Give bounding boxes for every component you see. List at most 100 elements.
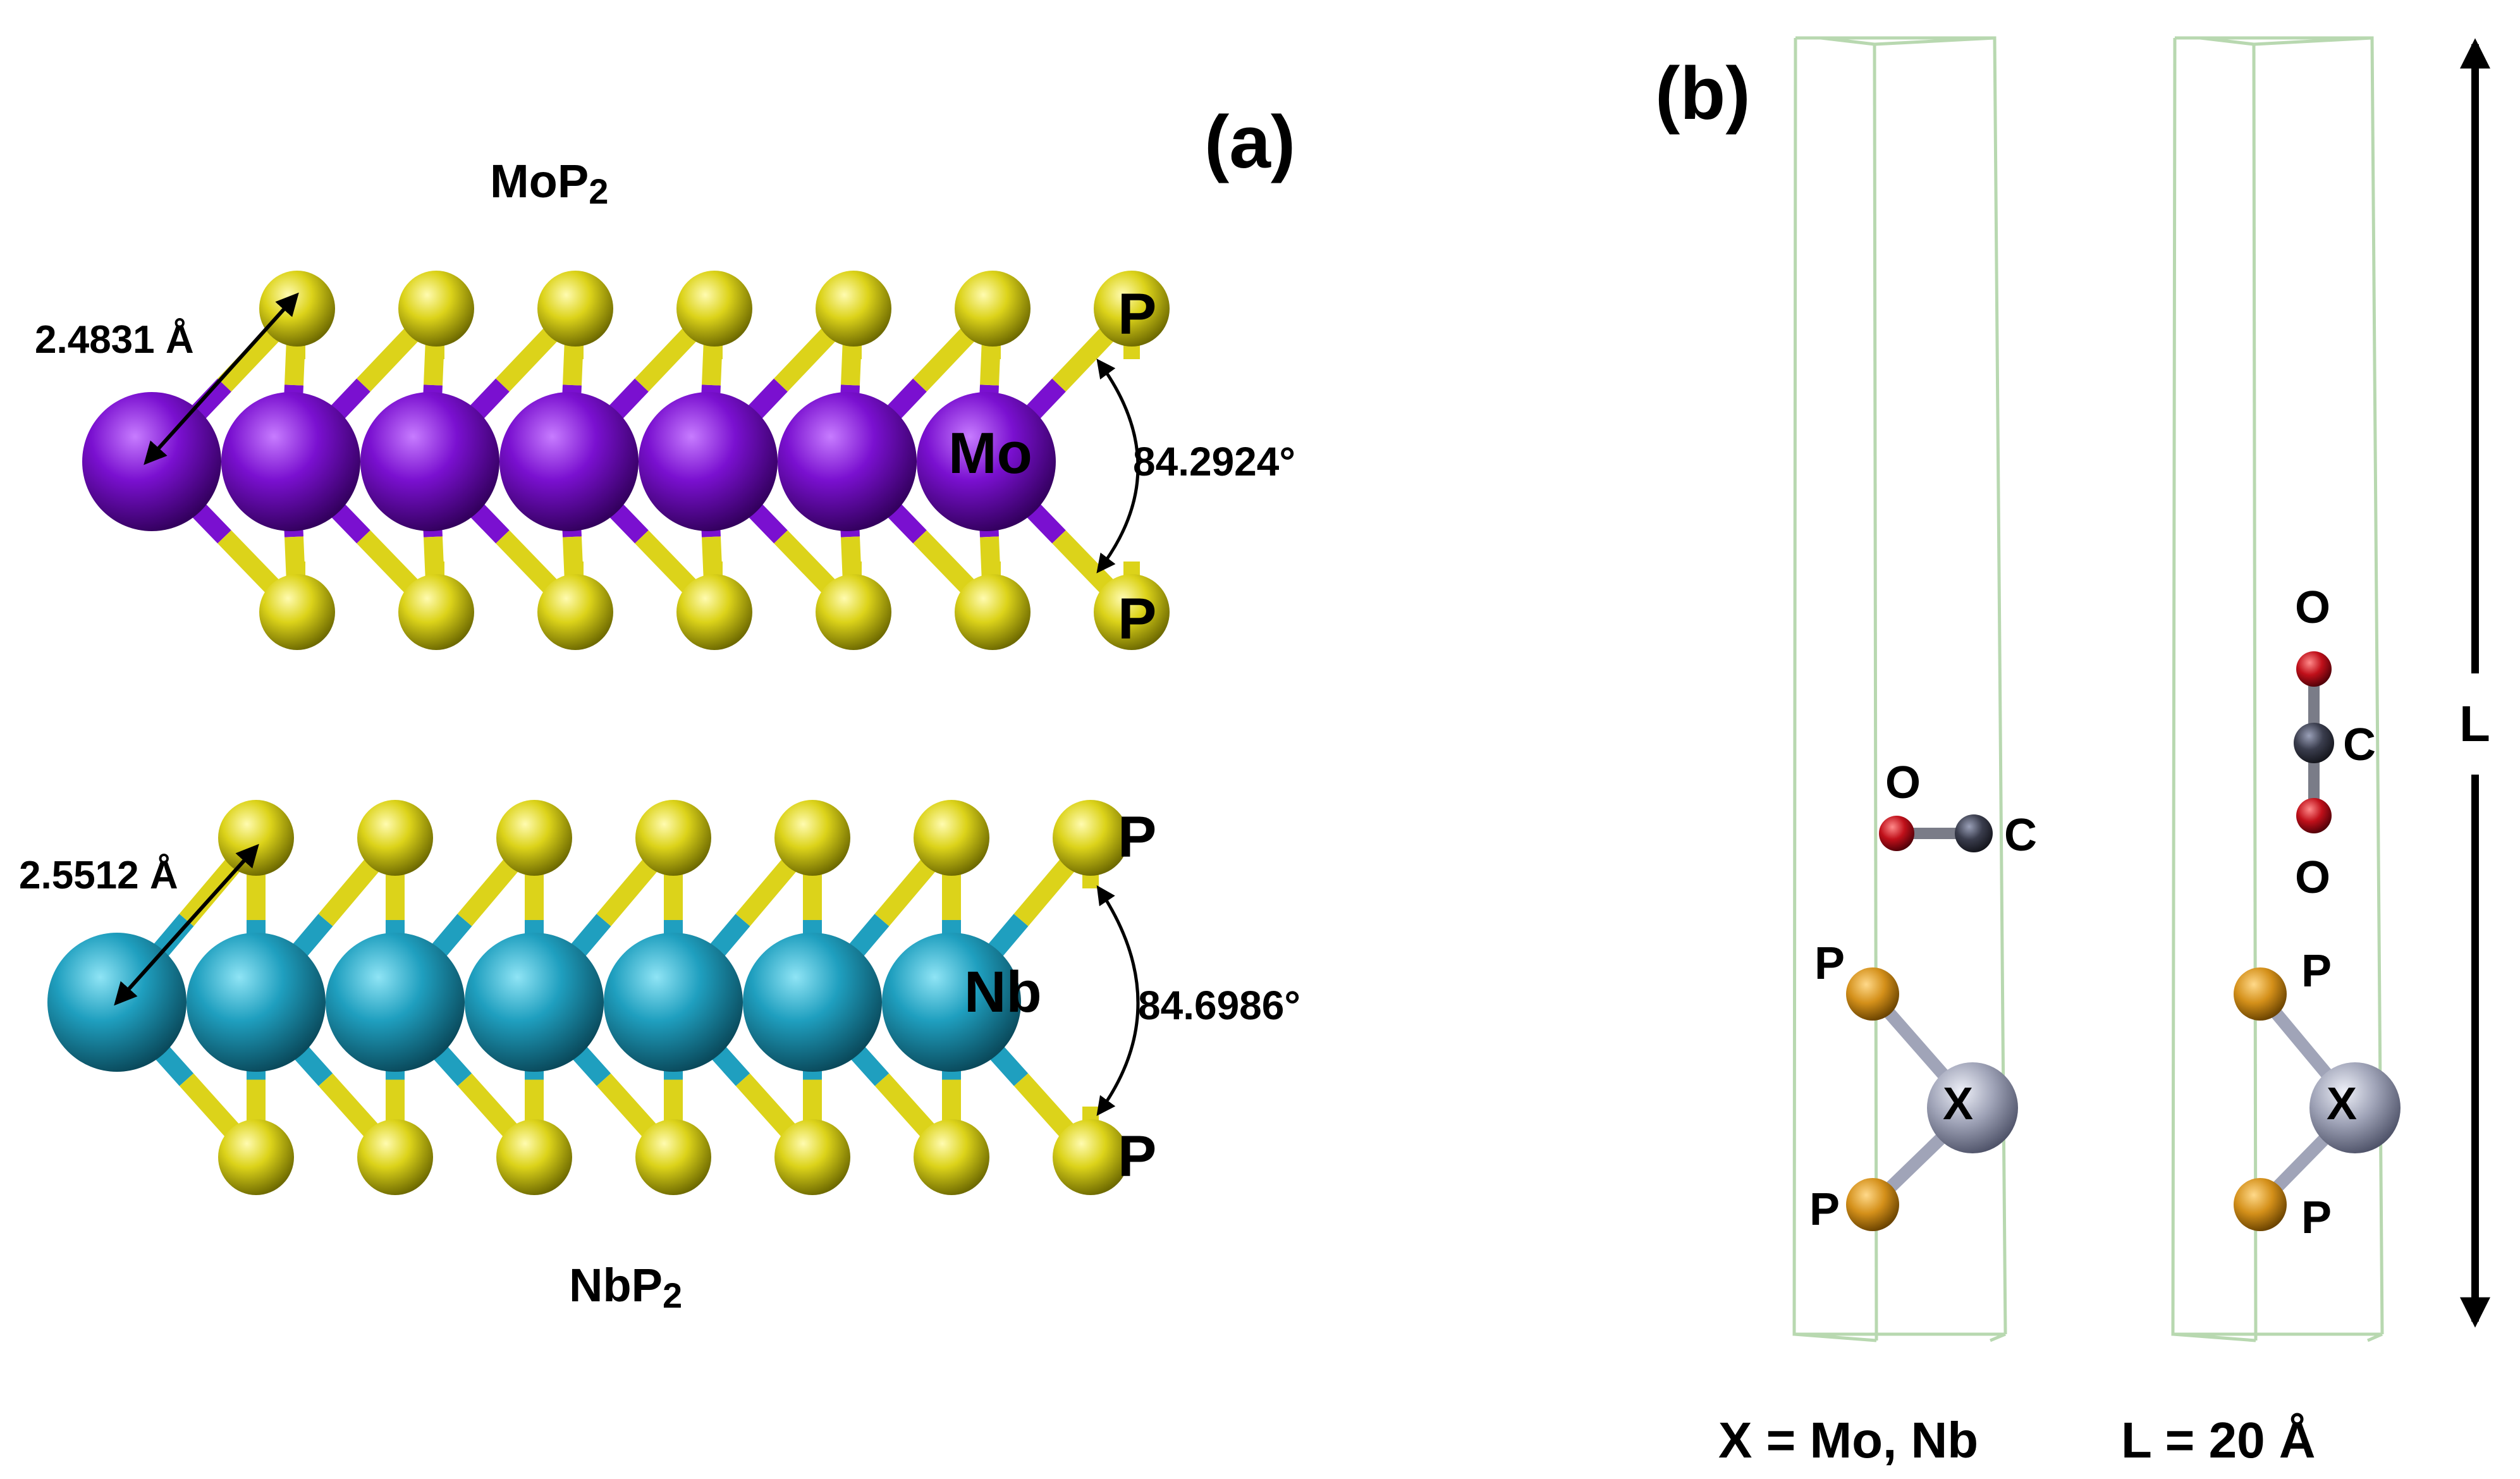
right-x-label: X xyxy=(2327,1079,2357,1129)
left-o-atom xyxy=(1879,816,1914,851)
nbp2-angle-label: 84.6986° xyxy=(1138,983,1300,1028)
nbp2-p-atom-top-2 xyxy=(496,800,572,876)
nbp2-p-atom-bottom-5 xyxy=(914,1119,989,1195)
right-c-label: C xyxy=(2343,720,2376,770)
right-p-atom-bottom xyxy=(2234,1178,2287,1231)
right-p-atom-top xyxy=(2234,967,2287,1021)
nbp2-p-atom-bottom-6 xyxy=(1053,1119,1128,1195)
nbp2-formula: NbP xyxy=(569,1259,663,1311)
nbp2-p-label-top: P xyxy=(1118,805,1156,869)
nbp2-p-atom-bottom-4 xyxy=(774,1119,850,1195)
nbp2-title: NbP2 xyxy=(569,1259,682,1315)
length-indicator: L xyxy=(2459,38,2490,1328)
mop2-p-atom-top-2 xyxy=(537,271,613,347)
mop2-p-atom-top-1 xyxy=(398,271,474,347)
mop2-formula-subscript: 2 xyxy=(589,171,608,211)
panel-b-label: (b) xyxy=(1655,52,1751,135)
mop2-p-atom-top-4 xyxy=(816,271,891,347)
left-x-label: X xyxy=(1943,1079,1973,1129)
mop2-p-atom-bottom-5 xyxy=(955,574,1031,650)
mop2-metal-atom-4 xyxy=(639,392,778,531)
nbp2-p-atom-bottom-3 xyxy=(635,1119,711,1195)
mop2-metal-atom-1 xyxy=(221,392,360,531)
right-c-atom xyxy=(2294,723,2334,763)
nbp2-metal-label: Nb xyxy=(964,960,1042,1024)
length-label: L xyxy=(2459,696,2490,752)
nbp2-p-label-bottom: P xyxy=(1118,1124,1156,1189)
left-co-molecule: O C xyxy=(1879,758,2037,861)
mop2-p-atom-bottom-2 xyxy=(537,574,613,650)
nbp2-p-atom-bottom-2 xyxy=(496,1119,572,1195)
left-cell: O C P P X xyxy=(1792,36,2037,1342)
left-p-label-top: P xyxy=(1814,938,1845,989)
nbp2-p-atom-top-5 xyxy=(914,800,989,876)
nbp2-metal-atom-5 xyxy=(743,933,882,1072)
nbp2-p-atom-bottom-1 xyxy=(357,1119,433,1195)
mop2-formula: MoP xyxy=(490,155,589,207)
mop2-bond-length-label: 2.4831 Å xyxy=(35,318,194,362)
nbp2-metal-atom-6 xyxy=(882,933,1021,1072)
nbp2-bond-length-arrow xyxy=(114,844,259,1006)
right-o-atom-top xyxy=(2296,651,2332,687)
mop2-p-atom-top-3 xyxy=(676,271,752,347)
nbp2-metal-atom-4 xyxy=(604,933,743,1072)
mop2-metal-atom-3 xyxy=(499,392,639,531)
left-x-atom xyxy=(1927,1062,2018,1153)
mop2-metal-atom-6 xyxy=(917,392,1056,531)
mop2-bond-length-arrow xyxy=(144,292,299,465)
right-o-label-top: O xyxy=(2295,582,2330,633)
right-xp2-molecule: P P X xyxy=(2234,946,2401,1243)
mop2-metal-atom-5 xyxy=(778,392,917,531)
left-p-atom-top xyxy=(1846,967,1899,1021)
mop2-atoms xyxy=(82,271,1170,650)
nbp2-metal-atom-2 xyxy=(326,933,465,1072)
nbp2-metal-atom-3 xyxy=(465,933,604,1072)
left-cell-box xyxy=(1792,36,2007,1342)
left-xp2-molecule: P P X xyxy=(1809,938,2018,1235)
nbp2-metal-atom-1 xyxy=(187,933,326,1072)
right-cell-box xyxy=(2171,36,2384,1342)
right-co2-molecule: O C O xyxy=(2294,582,2376,903)
footer-l-definition: L = 20 Å xyxy=(2121,1412,2316,1468)
mop2-p-atom-top-6 xyxy=(1094,271,1170,347)
nbp2-formula-subscript: 2 xyxy=(663,1275,682,1315)
mop2-metal-atom-2 xyxy=(360,392,499,531)
nbp2-atoms xyxy=(47,800,1128,1195)
mop2-structure: MoP2 2.4831 Å Mo P P 84.2924° xyxy=(35,155,1295,651)
panel-b: (b) O C xyxy=(1655,36,2490,1468)
right-cell: O C O P P X xyxy=(2171,36,2401,1342)
nbp2-p-atom-top-6 xyxy=(1053,800,1128,876)
right-p-label-top: P xyxy=(2301,946,2332,997)
mop2-p-atom-bottom-6 xyxy=(1094,574,1170,650)
right-o-atom-bottom xyxy=(2296,798,2332,833)
left-p-label-bottom: P xyxy=(1809,1184,1840,1235)
nbp2-p-atom-top-4 xyxy=(774,800,850,876)
mop2-metal-atom-0 xyxy=(82,392,221,531)
mop2-p-atom-top-5 xyxy=(955,271,1031,347)
mop2-p-atom-bottom-1 xyxy=(398,574,474,650)
nbp2-bond-length-label: 2.5512 Å xyxy=(19,854,178,897)
left-o-label: O xyxy=(1885,758,1921,808)
mop2-p-atom-bottom-4 xyxy=(816,574,891,650)
mop2-p-atom-bottom-0 xyxy=(259,574,335,650)
panel-a-label: (a) xyxy=(1204,101,1295,184)
mop2-metal-label: Mo xyxy=(948,421,1032,486)
footer-x-definition: X = Mo, Nb xyxy=(1718,1412,1978,1468)
nbp2-p-atom-top-3 xyxy=(635,800,711,876)
mop2-p-label-top: P xyxy=(1118,282,1156,347)
nbp2-p-atom-bottom-0 xyxy=(218,1119,294,1195)
nbp2-angle-arc xyxy=(1096,885,1140,1116)
mop2-angle-arc xyxy=(1096,359,1140,574)
mop2-title: MoP2 xyxy=(490,155,608,211)
left-c-label: C xyxy=(2004,810,2037,861)
right-x-atom xyxy=(2309,1062,2401,1153)
panel-a: (a) MoP2 2.4831 Å Mo P P 84.2924° 2.5512… xyxy=(19,101,1300,1315)
nbp2-p-atom-top-0 xyxy=(218,800,294,876)
mop2-p-atom-bottom-3 xyxy=(676,574,752,650)
right-p-label-bottom: P xyxy=(2301,1193,2332,1243)
nbp2-structure: 2.5512 Å Nb P P 84.6986° NbP2 xyxy=(19,800,1300,1315)
mop2-p-label-bottom: P xyxy=(1118,587,1156,651)
nbp2-p-atom-top-1 xyxy=(357,800,433,876)
mop2-p-atom-top-0 xyxy=(259,271,335,347)
